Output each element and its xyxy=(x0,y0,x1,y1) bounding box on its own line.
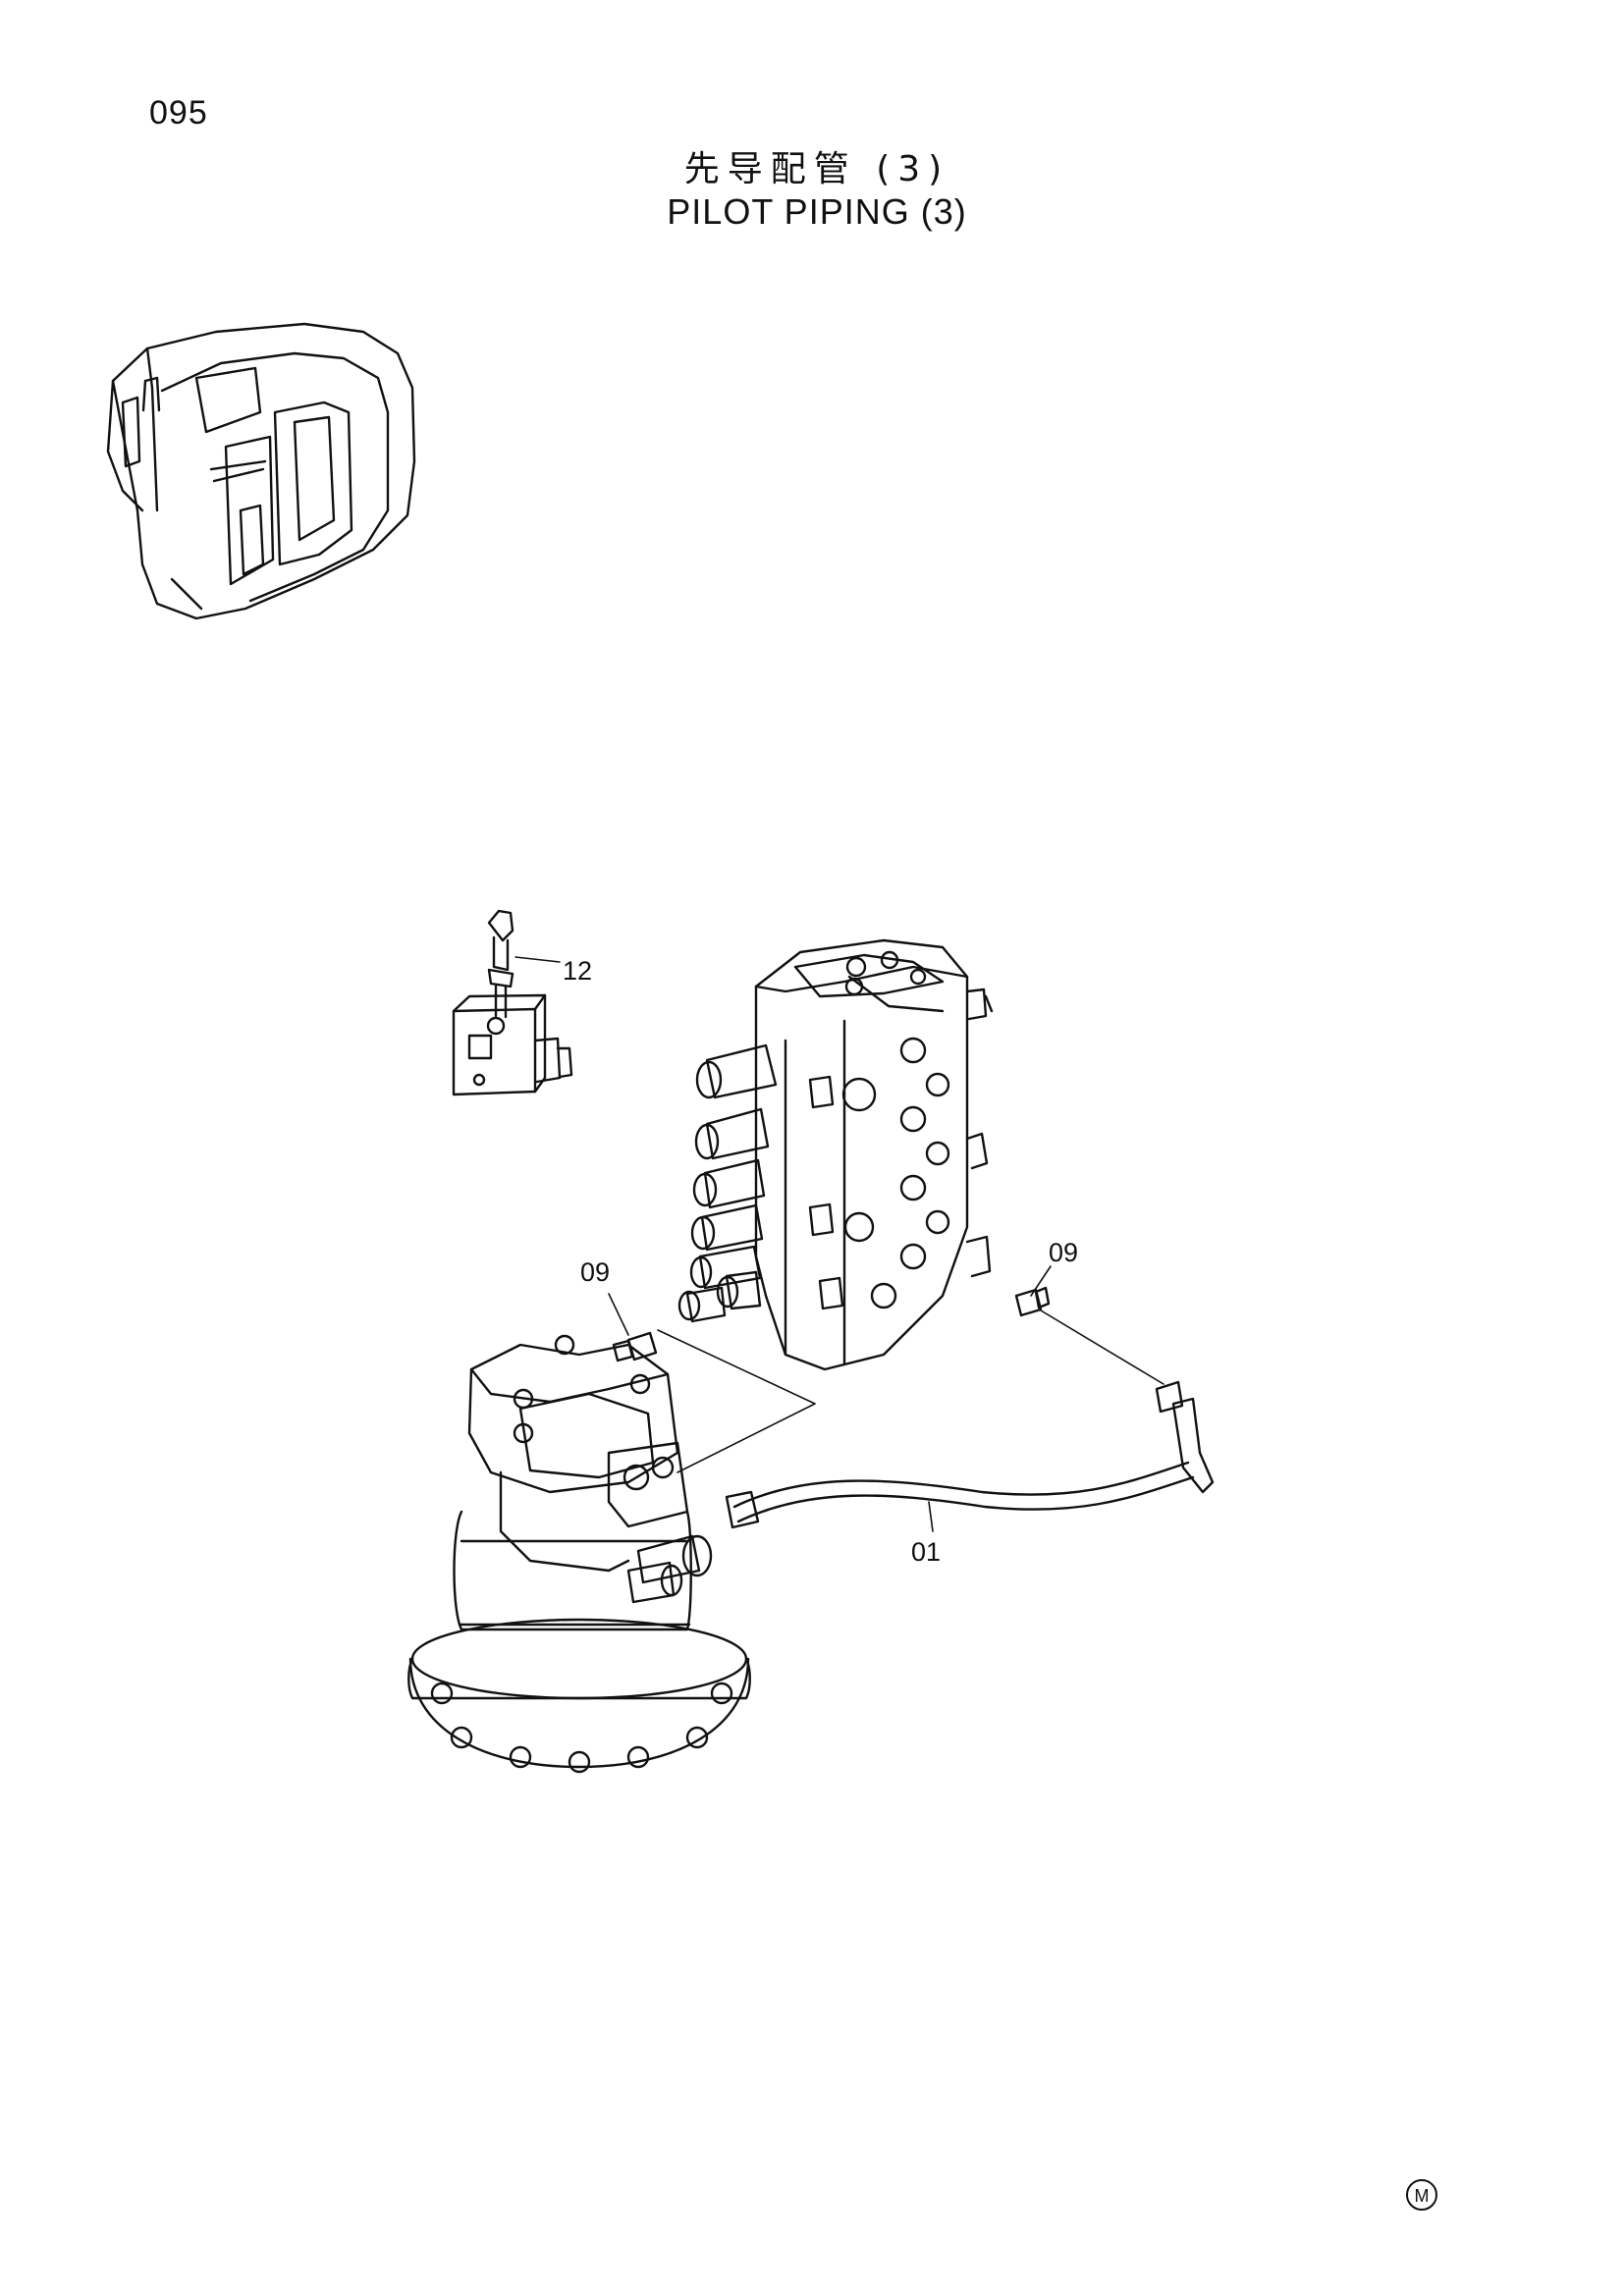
callout-09-right: 09 xyxy=(1049,1238,1078,1267)
page-title-chinese: 先导配管 (3) xyxy=(683,149,950,189)
fitting-09-left xyxy=(612,1331,658,1362)
page-number: 095 xyxy=(149,94,208,132)
m-circle-icon: M xyxy=(1406,2179,1437,2211)
callout-12: 12 xyxy=(563,956,592,986)
m-mark-letter: M xyxy=(1415,2186,1430,2206)
page-title-english: PILOT PIPING (3) xyxy=(667,191,967,232)
callout-09-left: 09 xyxy=(580,1257,610,1287)
fitting-09-right xyxy=(1014,1286,1051,1317)
pilot-hose-icon xyxy=(725,1380,1215,1529)
pilot-valve-icon xyxy=(452,909,573,1096)
swing-motor-icon xyxy=(407,1334,751,1774)
leader-lines xyxy=(514,956,1164,1532)
control-valve-icon xyxy=(677,938,994,1371)
excavator-cab-icon xyxy=(106,322,416,620)
callout-01: 01 xyxy=(911,1537,941,1567)
